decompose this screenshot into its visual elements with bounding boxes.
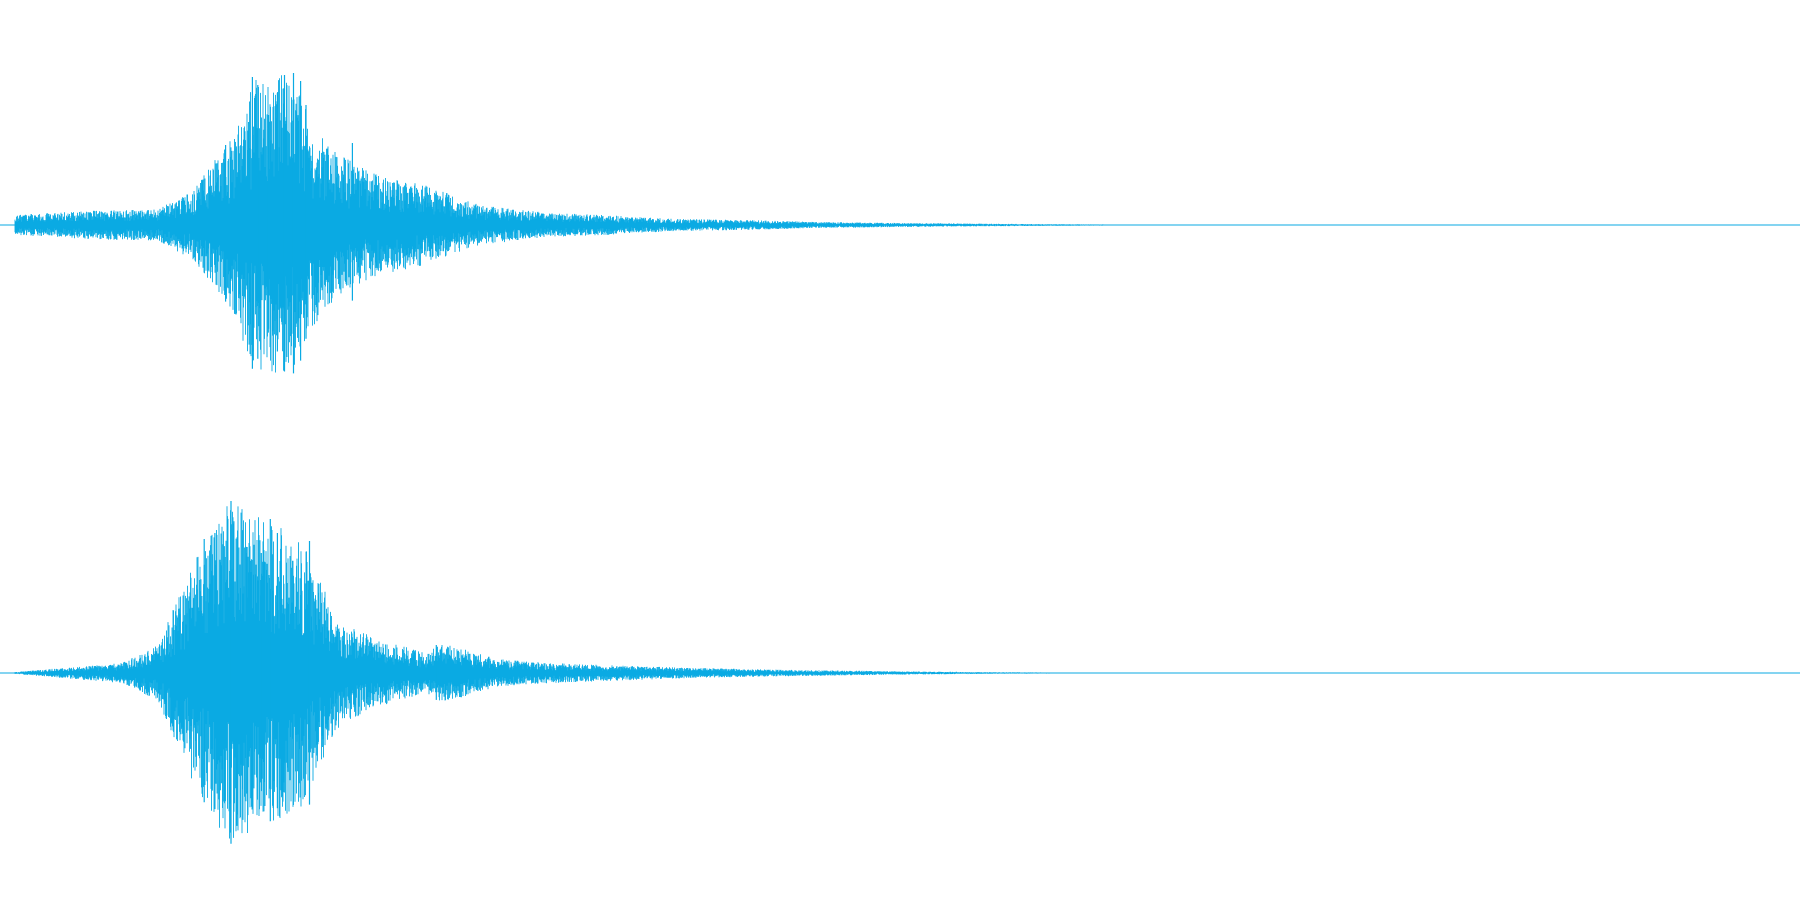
channel-1-waveform-body	[14, 75, 1104, 373]
channel-1-waveform	[0, 73, 1800, 374]
channel-2-waveform-body	[14, 506, 1087, 839]
channel-2-waveform	[0, 501, 1800, 844]
